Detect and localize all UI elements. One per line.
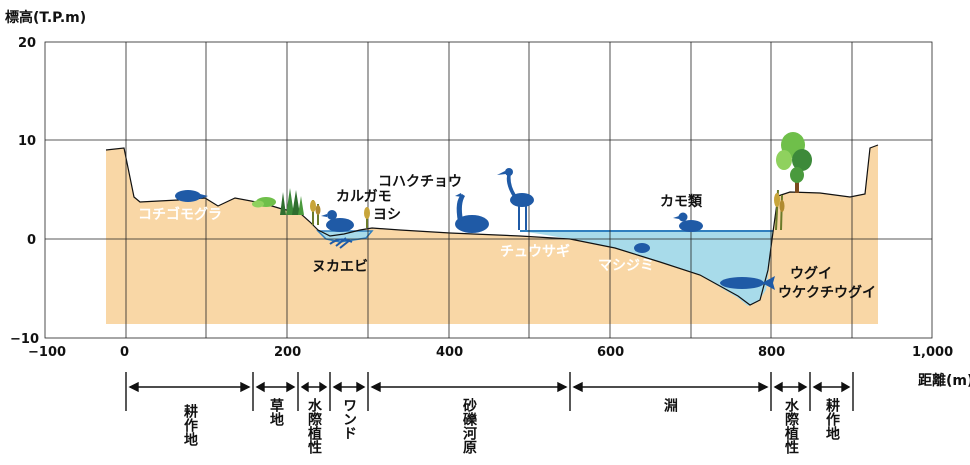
label-kohakucho: コハクチョウ	[378, 174, 462, 190]
label-karugamo: カルガモ	[336, 189, 392, 205]
x-tick-800: 800	[758, 345, 785, 360]
ground-outline	[105, 144, 879, 306]
zone-label-waterside-vegetation: 水際植性	[306, 397, 323, 454]
reed-icon-2	[364, 207, 370, 228]
y-tick-minus10: −10	[10, 332, 39, 347]
duck-icon	[321, 210, 354, 232]
x-axis-label: 距離(m)	[918, 372, 970, 389]
grid	[44, 41, 933, 339]
zone-dividers	[125, 372, 854, 411]
ground-profile	[106, 145, 878, 324]
x-tick-0: 0	[120, 345, 129, 360]
y-tick-20: 20	[18, 36, 36, 51]
clam-icon	[634, 243, 650, 253]
zone-label-grassland: 草地	[268, 397, 284, 427]
label-ukekuchiugui: ウケクチウグイ	[778, 284, 876, 301]
grass-icon	[252, 197, 276, 208]
zone-label-farmland: 耕作地	[182, 403, 198, 447]
label-nukaebi: ヌカエビ	[312, 259, 368, 275]
zone-label-gravel-riverbed: 砂礫河原	[461, 397, 478, 455]
x-tick-400: 400	[436, 345, 463, 360]
label-ugui: ウグイ	[790, 265, 832, 282]
x-tick-minus100: −100	[28, 345, 66, 360]
shrimp-icon	[329, 237, 353, 249]
river-water	[520, 231, 773, 306]
mole-icon	[175, 190, 208, 202]
label-mole: コチゴモグラ	[138, 206, 222, 223]
egret-icon	[497, 168, 534, 230]
reed-cluster-icon	[280, 188, 304, 215]
label-mashijimi: マシジミ	[598, 258, 654, 274]
zone-label-farmland-2: 耕作地	[824, 397, 840, 441]
zone-arrows	[128, 381, 851, 393]
reed-icon	[310, 200, 321, 225]
zone-label-pool: 淵	[662, 397, 678, 413]
reed-bank-icon	[774, 189, 785, 231]
x-tick-200: 200	[274, 345, 301, 360]
label-kamorui: カモ類	[660, 194, 703, 210]
fish-icon	[720, 276, 775, 290]
y-axis-label: 標高(T.P.m)	[5, 9, 86, 26]
tree-icon	[776, 132, 812, 193]
x-tick-1000: 1,000	[912, 345, 953, 360]
swan-icon	[455, 193, 489, 233]
zone-label-wando: ワンド	[341, 398, 357, 440]
ducks-icon	[673, 212, 703, 232]
y-tick-10: 10	[18, 134, 36, 149]
y-tick-0: 0	[27, 233, 36, 248]
zone-label-waterside-vegetation-2: 水際植性	[783, 397, 800, 454]
label-yoshi: ヨシ	[373, 207, 401, 223]
x-tick-600: 600	[597, 345, 624, 360]
label-chusagi: チュウサギ	[500, 243, 570, 260]
